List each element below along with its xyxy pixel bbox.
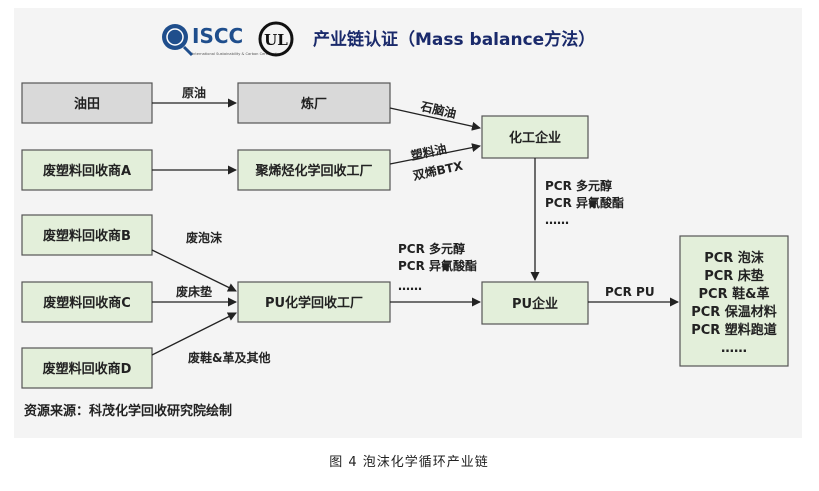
globe-icon <box>162 24 188 50</box>
node-oilfield-label: 油田 <box>74 96 100 112</box>
edge-label-polyol-1: PCR 多元醇 <box>545 178 612 193</box>
node-pu-recycle <box>237 281 391 323</box>
node-pu-recycle-label: PU化学回收工厂 <box>265 295 363 311</box>
edge-recycler-b-pu <box>151 249 237 292</box>
product-insulation: PCR 保温材料 <box>691 304 777 320</box>
iscc-logo-text: ISCC <box>192 24 243 48</box>
product-shoes: PCR 鞋&革 <box>699 286 770 302</box>
node-chemical-label: 化工企业 <box>509 130 561 146</box>
edge-label-polyol-2: PCR 多元醇 <box>398 241 465 256</box>
node-oilfield <box>21 82 153 124</box>
node-refinery <box>237 82 391 124</box>
node-recycler-d <box>21 347 153 389</box>
node-products <box>679 235 789 367</box>
node-polyolefin-label: 聚烯烃化学回收工厂 <box>254 163 372 179</box>
iscc-logo: ISCC International Sustainability & Carb… <box>162 24 282 57</box>
edge-recycler-d-pu <box>151 312 237 356</box>
edge-label-waste-mattress: 废床垫 <box>176 284 212 299</box>
edge-label-crude-oil: 原油 <box>182 85 206 100</box>
edge-refinery-chemical <box>389 107 481 131</box>
node-recycler-d-label: 废塑料回收商D <box>43 361 132 377</box>
edge-label-more-2: …… <box>398 279 422 293</box>
product-more: …… <box>721 341 747 356</box>
edge-label-isocyanate-1: PCR 异氰酸酯 <box>545 195 624 210</box>
product-track: PCR 塑料跑道 <box>691 322 777 338</box>
product-mattress: PCR 床垫 <box>704 268 764 284</box>
edge-label-plastic-oil: 塑料油 <box>410 141 448 163</box>
edge-label-naphtha: 石脑油 <box>418 98 457 121</box>
node-pu-company-label: PU企业 <box>512 296 558 312</box>
node-recycler-b-label: 废塑料回收商B <box>43 228 131 244</box>
edge-polyolefin-chemical <box>389 143 481 165</box>
diagram-title: 产业链认证（Mass balance方法） <box>313 29 595 50</box>
node-recycler-a <box>21 149 153 191</box>
edge-label-waste-shoes: 废鞋&革及其他 <box>188 350 270 365</box>
node-recycler-a-label: 废塑料回收商A <box>43 163 131 179</box>
node-recycler-c <box>21 281 153 323</box>
iscc-logo-subtext: International Sustainability & Carbon Ce… <box>192 52 282 56</box>
node-pu-company <box>481 281 589 325</box>
product-foam: PCR 泡沫 <box>704 250 765 266</box>
source-note: 资源来源：科茂化学回收研究院绘制 <box>24 403 232 419</box>
node-refinery-label: 炼厂 <box>301 96 327 112</box>
edge-label-pcr-pu: PCR PU <box>605 285 655 299</box>
edge-label-more-1: …… <box>545 213 569 227</box>
node-recycler-b <box>21 214 153 256</box>
ul-logo: UL <box>258 21 294 57</box>
node-polyolefin <box>237 149 391 191</box>
node-recycler-c-label: 废塑料回收商C <box>43 295 131 311</box>
ul-logo-text: UL <box>264 31 288 49</box>
edge-label-waste-foam: 废泡沫 <box>186 230 223 245</box>
edge-label-isocyanate-2: PCR 异氰酸酯 <box>398 258 477 273</box>
figure-caption: 图 4 泡沫化学循环产业链 <box>329 454 489 470</box>
